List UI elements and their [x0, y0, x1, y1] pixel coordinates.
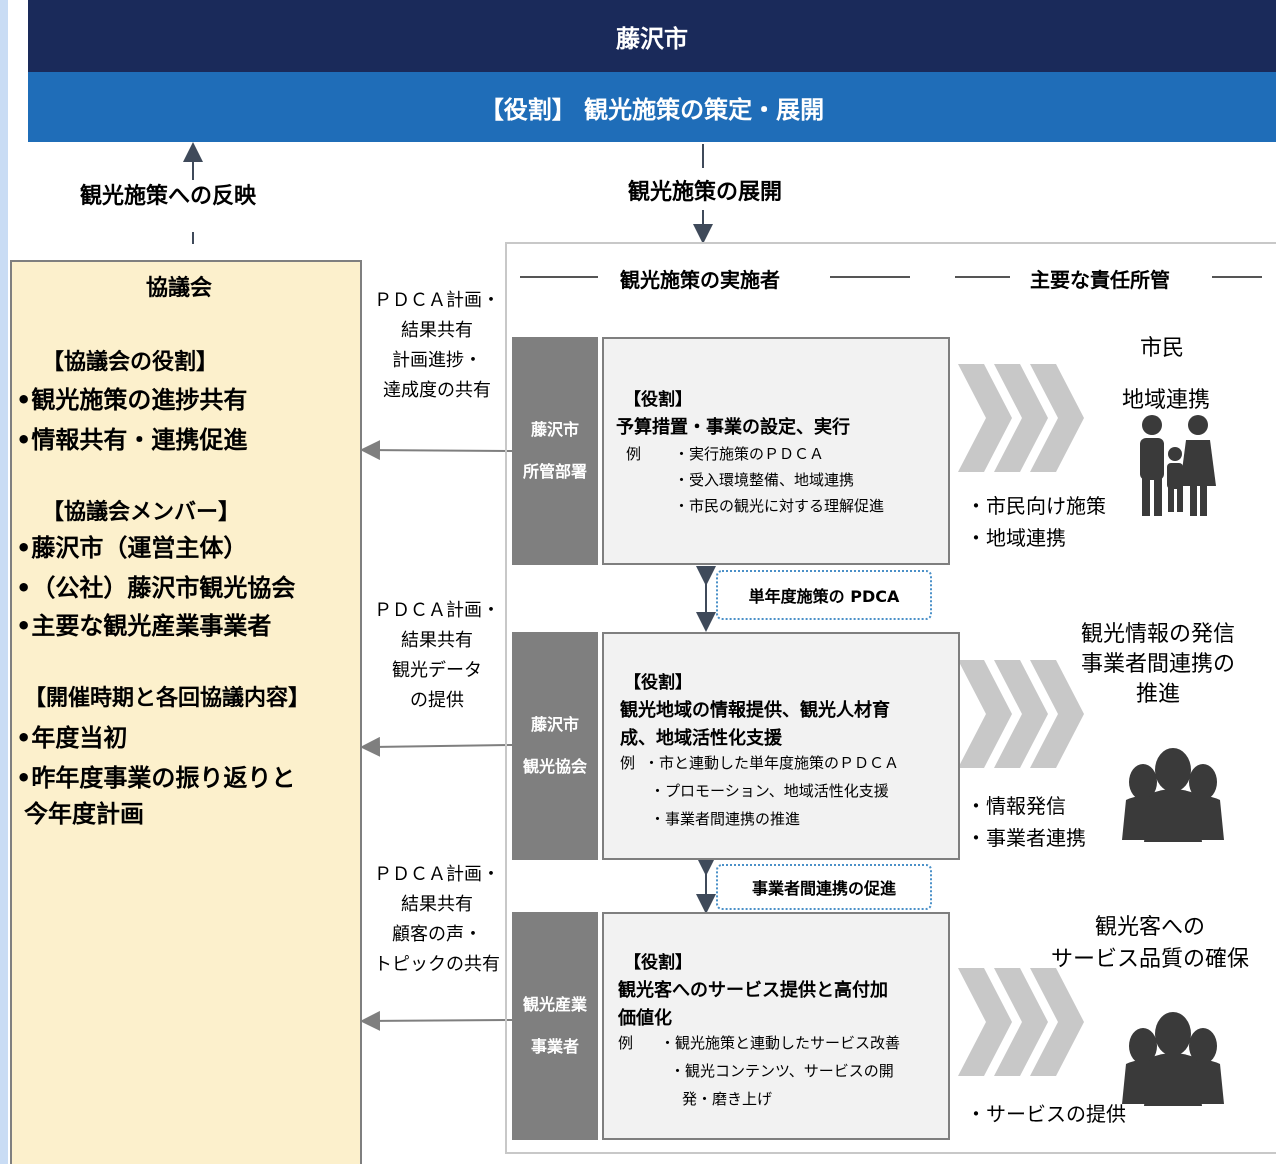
role-label: 【役割】 — [624, 953, 692, 973]
chevron-group-1 — [958, 364, 1084, 472]
chevron-group-3 — [958, 968, 1084, 1076]
example-item: ・市と連動した単年度施策のＰＤＣＡ — [644, 754, 900, 772]
deploy-label: 観光施策の展開 — [628, 180, 783, 205]
council-schedule-item: •昨年度事業の振り返りと — [16, 764, 296, 792]
pdca-note-2: ＰＤＣＡ計画・ 結果共有 観光データ の提供 — [374, 600, 500, 711]
example-prefix: 例 — [626, 445, 642, 463]
area-label: 市民 — [1140, 336, 1185, 361]
example-item: ・受入環境整備、地域連携 — [674, 471, 855, 489]
example-prefix: 例 — [620, 754, 636, 772]
area-label: 観光客への サービス品質の確保 — [1050, 915, 1249, 972]
implementer-heading: 観光施策の実施者 — [620, 268, 780, 292]
council-panel: 協議会 【協議会の役割】 •観光施策の進捗共有 •情報共有・連携促進 【協議会メ… — [10, 260, 362, 1164]
responsibility-heading: 主要な責任所管 — [1030, 268, 1170, 292]
feedback-arrow-3 — [360, 1010, 513, 1031]
city-banner: 藤沢市 — [28, 0, 1276, 72]
example-item: ・観光施策と連動したサービス改善 — [660, 1034, 901, 1052]
left-edge-strip — [0, 0, 8, 1164]
reflect-label: 観光施策への反映 — [80, 184, 257, 209]
role-title: 予算措置・事業の設定、実行 — [616, 417, 850, 438]
area-label: 地域連携 — [1122, 388, 1211, 413]
actor-role-card: 【役割】 予算措置・事業の設定、実行 例 ・実行施策のＰＤＣＡ ・受入環境整備、… — [602, 337, 950, 565]
link-label-1: 単年度施策の PDCA — [716, 570, 932, 620]
pdca-note-3: ＰＤＣＡ計画・ 結果共有 顧客の声・ トピックの共有 — [374, 864, 500, 975]
chevron-group-2 — [958, 660, 1084, 768]
people-group-icon — [1122, 748, 1224, 842]
actor-side-label: 観光産業 事業者 — [512, 912, 598, 1140]
area-label: 観光情報の発信 事業者間連携の 推進 — [1080, 622, 1235, 707]
actor-side-label: 藤沢市 観光協会 — [512, 632, 598, 860]
council-member-item: •藤沢市（運営主体） — [16, 534, 248, 562]
actor-role-card: 【役割】 観光客へのサービス提供と高付加 価値化 例 ・観光施策と連動したサービ… — [602, 912, 950, 1140]
responsibility-bullet: ・サービスの提供 — [966, 1102, 1126, 1126]
example-prefix: 例 — [618, 1034, 634, 1052]
example-item: ・観光コンテンツ、サービスの開 — [670, 1062, 894, 1080]
responsibility-bullet: ・事業者連携 — [966, 826, 1086, 850]
people-group-icon — [1122, 1012, 1224, 1106]
responsibility-bullet: ・市民向け施策 — [966, 494, 1106, 518]
responsibility-bullet: ・情報発信 — [966, 794, 1066, 818]
role-title: 観光客へのサービス提供と高付加 — [618, 980, 888, 1001]
council-title: 協議会 — [146, 276, 213, 301]
role-label: 【役割】 — [624, 673, 692, 693]
example-item: ・実行施策のＰＤＣＡ — [674, 445, 825, 463]
example-item: ・事業者間連携の推進 — [650, 810, 801, 828]
family-icon — [1140, 415, 1216, 516]
council-role-item: •情報共有・連携促進 — [16, 426, 248, 454]
council-role-heading: 【協議会の役割】 — [42, 350, 219, 375]
example-item: ・プロモーション、地域活性化支援 — [650, 782, 889, 800]
pdca-note-1: ＰＤＣＡ計画・ 結果共有 計画進捗・ 達成度の共有 — [374, 290, 500, 401]
city-title: 藤沢市 — [616, 24, 688, 53]
example-item: ・市民の観光に対する理解促進 — [674, 497, 885, 515]
feedback-arrow-2 — [360, 736, 513, 757]
council-member-item: •（公社）藤沢市観光協会 — [16, 574, 296, 602]
feedback-arrow-1 — [360, 440, 513, 461]
council-schedule-heading: 【開催時期と各回協議内容】 — [24, 686, 311, 711]
council-schedule-item: •年度当初 — [16, 724, 128, 752]
council-role-item: •観光施策の進捗共有 — [16, 386, 248, 414]
actor-side-label: 藤沢市 所管部署 — [512, 337, 598, 565]
role-title: 成、地域活性化支援 — [620, 728, 782, 749]
council-schedule-item: 今年度計画 — [24, 800, 144, 828]
role-title: 【役割】 観光施策の策定・展開 — [479, 95, 825, 124]
role-banner: 【役割】 観光施策の策定・展開 — [28, 72, 1276, 142]
example-item: 発・磨き上げ — [682, 1090, 773, 1108]
responsibility-bullet: ・地域連携 — [966, 526, 1066, 550]
role-title: 価値化 — [618, 1008, 672, 1029]
link-label-2: 事業者間連携の促進 — [716, 864, 932, 910]
implementer-frame — [505, 242, 1276, 1154]
council-member-item: •主要な観光産業事業者 — [16, 612, 272, 640]
role-title: 観光地域の情報提供、観光人材育 — [620, 700, 890, 721]
role-label: 【役割】 — [624, 390, 692, 410]
council-member-heading: 【協議会メンバー】 — [42, 500, 241, 525]
actor-role-card: 【役割】 観光地域の情報提供、観光人材育 成、地域活性化支援 例 ・市と連動した… — [602, 632, 960, 860]
